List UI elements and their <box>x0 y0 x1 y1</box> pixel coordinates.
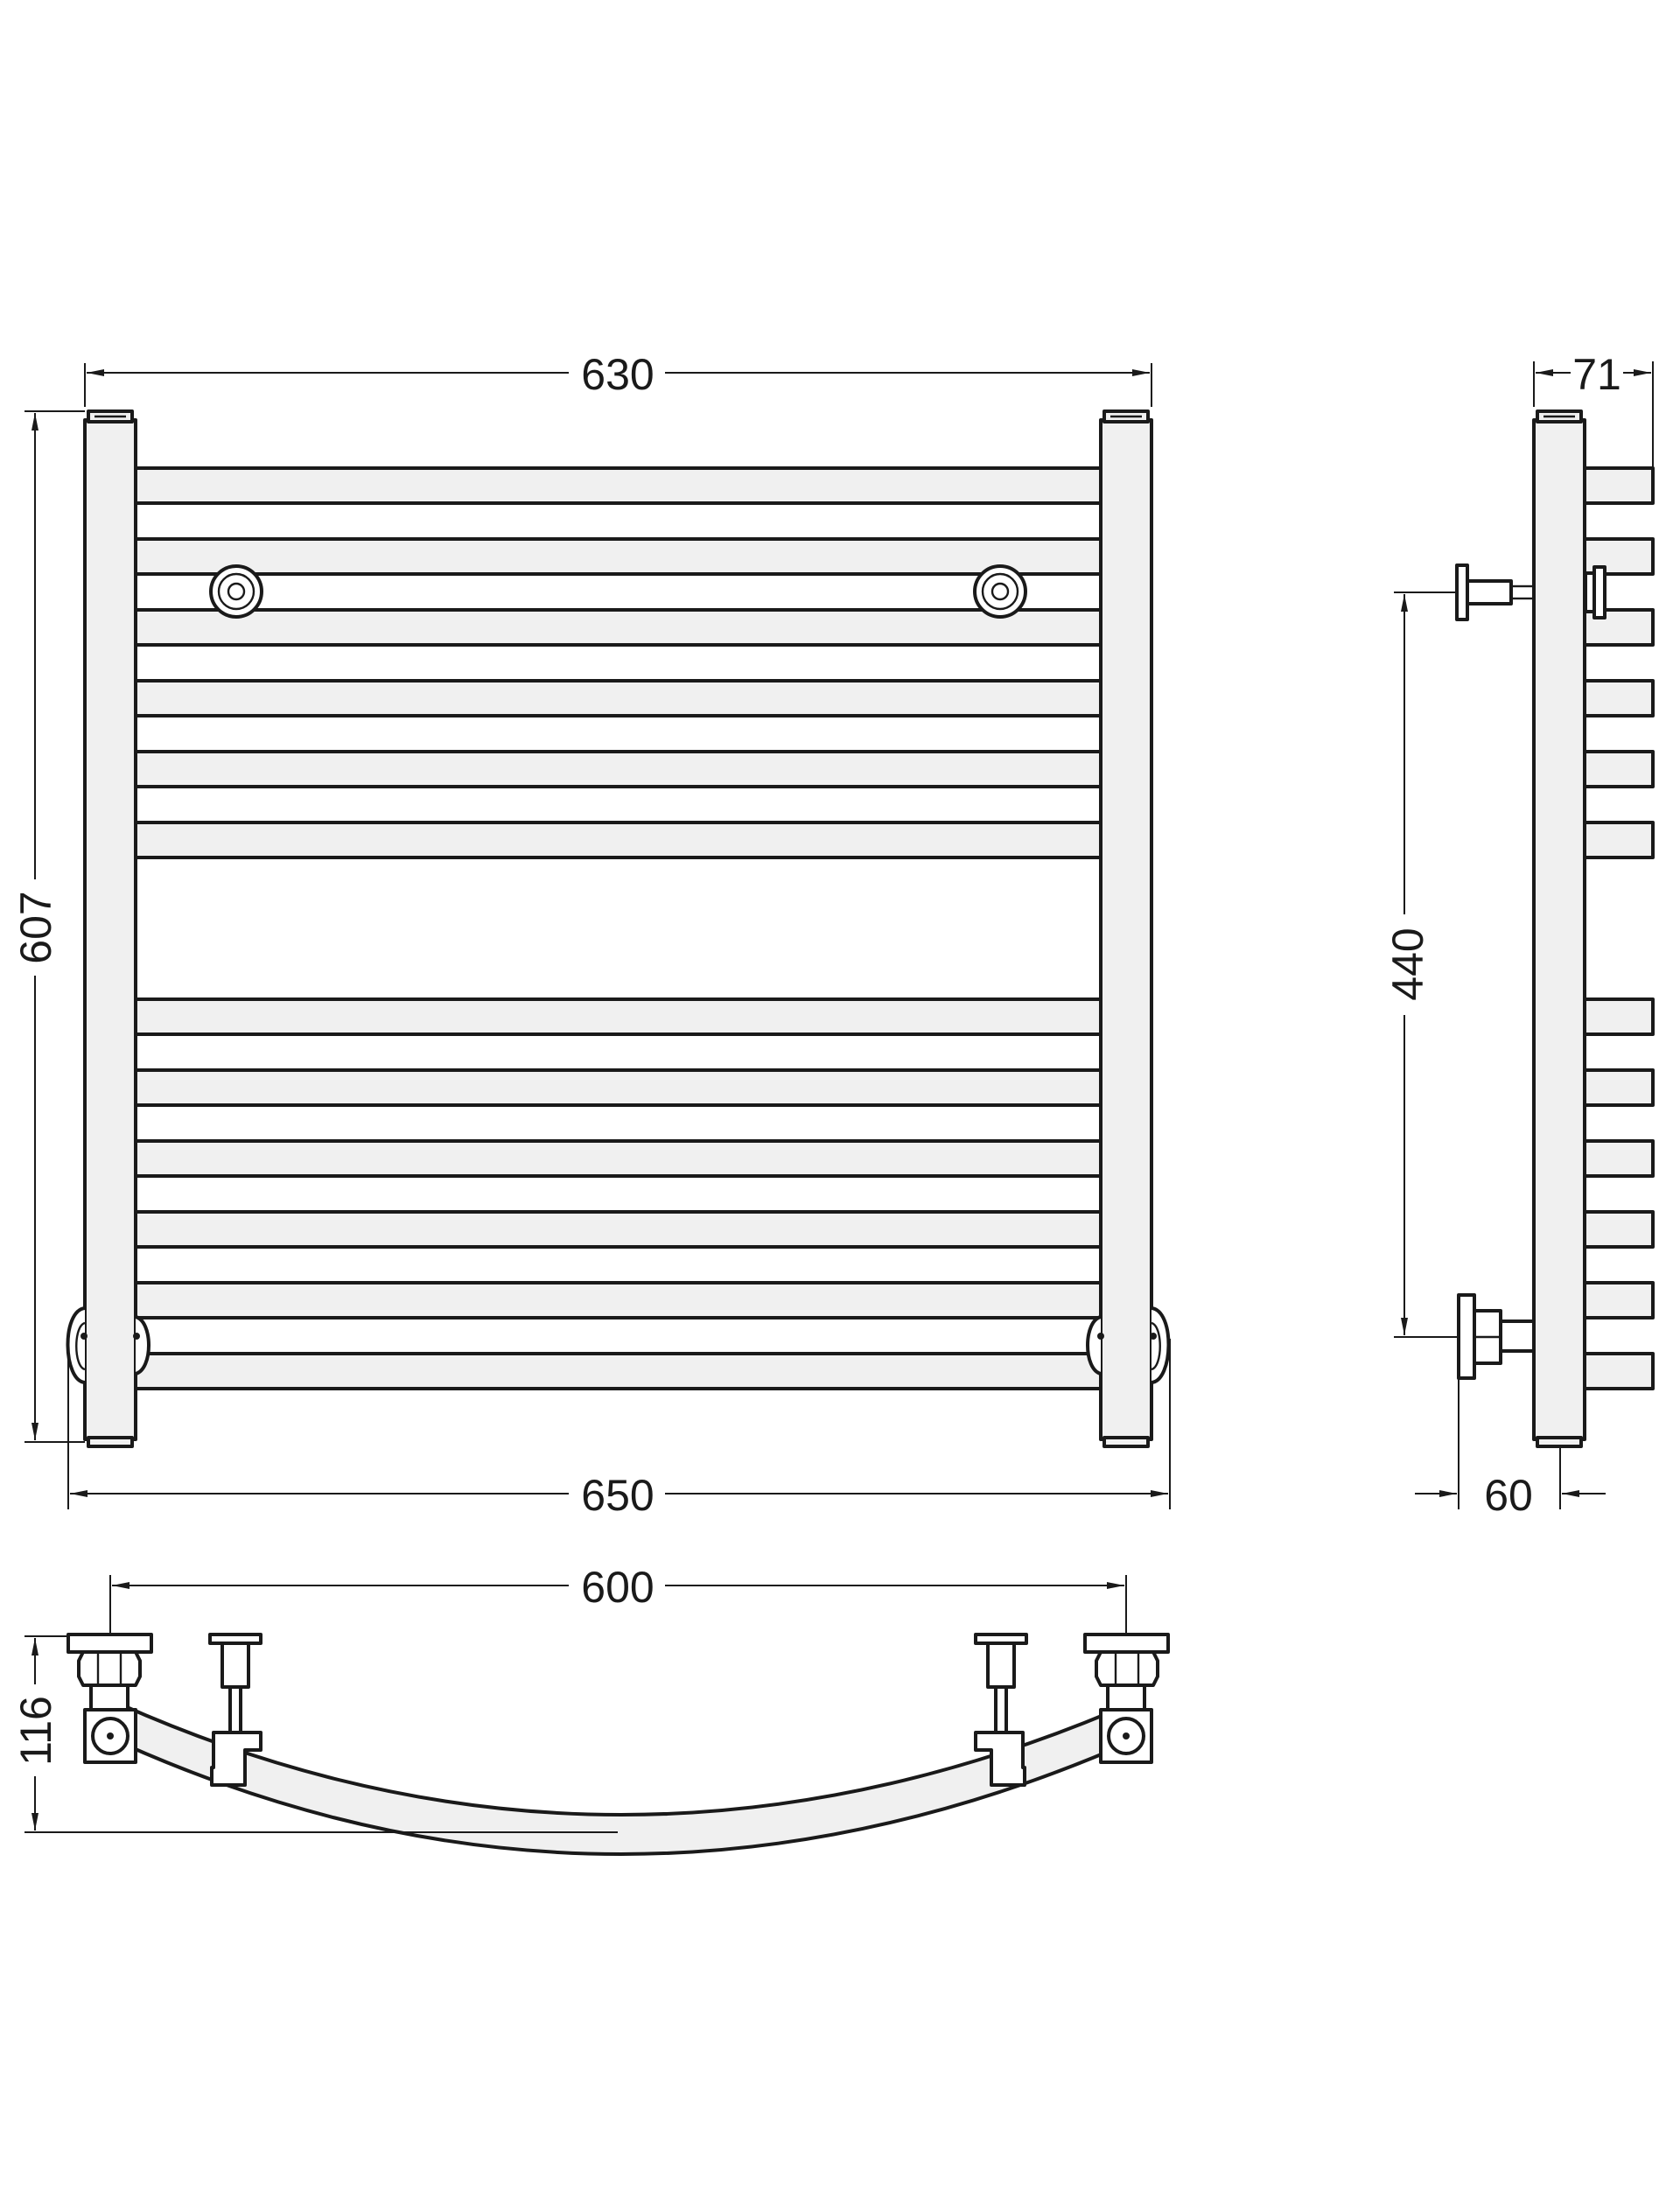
dim-label-440: 440 <box>1383 928 1432 1000</box>
front-crossbar <box>134 1068 1102 1107</box>
dim-label-116: 116 <box>11 1696 60 1766</box>
plan-wall-bracket-right <box>974 1633 1028 1787</box>
side-wall-bracket <box>1455 564 1606 621</box>
plan-view: 600 116 <box>11 1563 1170 1856</box>
front-crossbar <box>134 1352 1102 1390</box>
side-bottom-fitting <box>1457 1293 1536 1380</box>
dimension-front-width-bottom: 650 <box>67 1339 1171 1520</box>
side-crossbar-end <box>1583 821 1655 859</box>
plan-end-fitting-right <box>1083 1633 1170 1764</box>
front-crossbar <box>134 537 1102 576</box>
front-crossbars <box>134 466 1102 1390</box>
dim-label-71: 71 <box>1572 350 1621 399</box>
dim-label-60: 60 <box>1484 1471 1533 1520</box>
front-crossbar <box>134 1210 1102 1249</box>
dimension-plan-depth: 116 <box>11 1635 618 1833</box>
dimension-front-width-top: 630 <box>84 350 1152 407</box>
front-crossbar <box>134 1281 1102 1320</box>
side-crossbar-end <box>1583 1352 1655 1390</box>
front-crossbar <box>134 679 1102 718</box>
side-crossbar-end <box>1583 679 1655 718</box>
front-crossbar <box>134 998 1102 1036</box>
dimension-side-connection-spacing: 440 <box>1383 592 1459 1338</box>
dim-label-630: 630 <box>581 350 654 399</box>
dim-label-600: 600 <box>581 1563 654 1612</box>
side-crossbar-end <box>1583 1210 1655 1249</box>
dimension-plan-width: 600 <box>109 1563 1127 1634</box>
side-crossbar-end <box>1583 1139 1655 1178</box>
dim-label-607: 607 <box>11 891 60 963</box>
right-collector <box>1099 410 1153 1448</box>
plan-wall-bracket-left <box>208 1633 262 1787</box>
dimension-side-depth-bottom: 60 <box>1415 1378 1606 1520</box>
side-crossbar-end <box>1583 998 1655 1036</box>
dim-label-650: 650 <box>581 1471 654 1520</box>
side-crossbar-ends <box>1583 466 1655 1390</box>
front-crossbar <box>134 1139 1102 1178</box>
plan-end-fitting-left <box>66 1633 153 1764</box>
front-crossbar <box>134 750 1102 788</box>
dimension-front-height: 607 <box>11 410 85 1443</box>
wall-bracket-left <box>209 564 263 619</box>
front-crossbar <box>134 466 1102 505</box>
front-view: 630 607 650 <box>11 350 1171 1520</box>
side-crossbar-end <box>1583 466 1655 505</box>
side-crossbar-end <box>1583 1281 1655 1320</box>
bottom-fitting-right <box>1086 1306 1171 1384</box>
side-crossbar-end <box>1583 1068 1655 1107</box>
side-collector <box>1532 410 1586 1448</box>
dimension-side-depth-top: 71 <box>1533 350 1654 472</box>
side-view: 71 440 60 <box>1383 350 1655 1520</box>
front-crossbar <box>134 821 1102 859</box>
front-crossbar <box>134 608 1102 647</box>
left-collector <box>83 410 137 1448</box>
side-crossbar-end <box>1583 750 1655 788</box>
wall-bracket-right <box>973 564 1027 619</box>
